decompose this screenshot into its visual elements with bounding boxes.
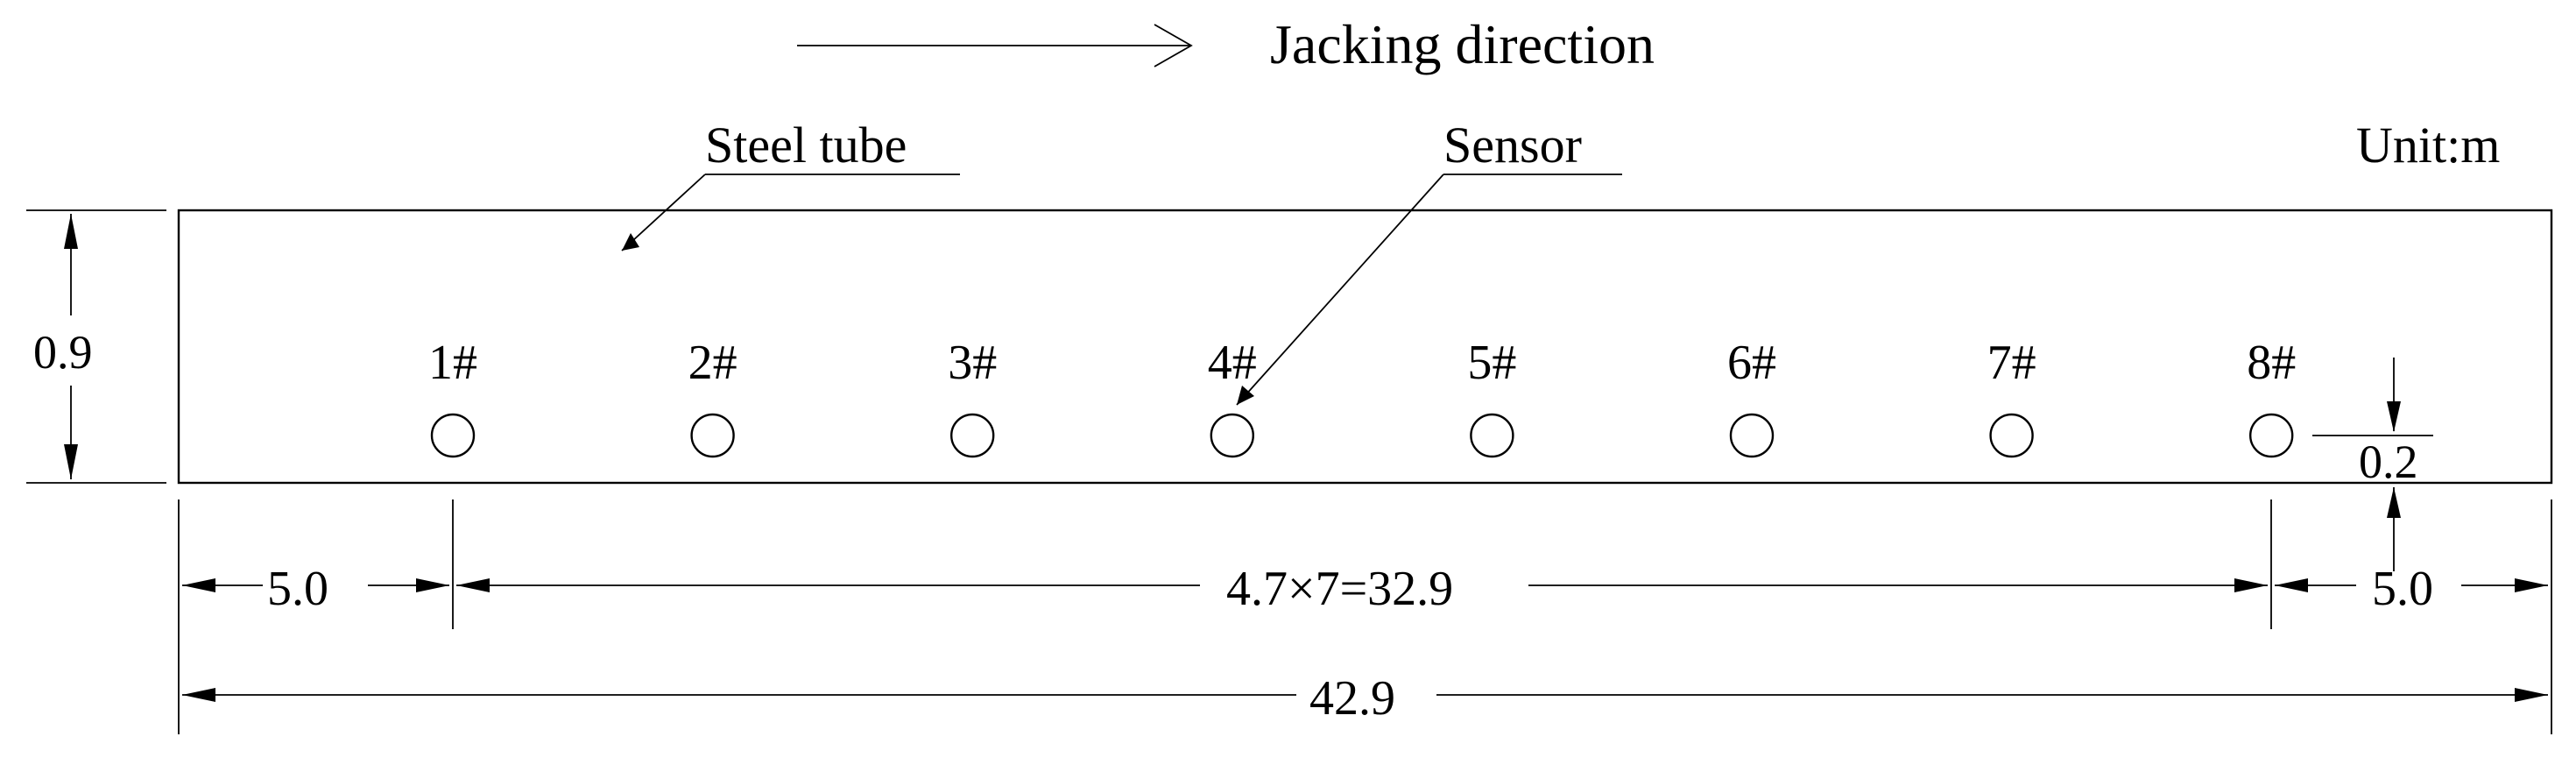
jacking-direction-label: Jacking direction xyxy=(1270,13,1655,75)
total-length-dimension xyxy=(182,688,2548,702)
sensor-label-4: 4# xyxy=(1208,336,1257,390)
sensor-spacing-dimension xyxy=(456,578,2268,592)
sensor-offset-dimension xyxy=(2312,358,2433,571)
sensor-label-6: 6# xyxy=(1727,336,1776,390)
sensor-marker-3 xyxy=(949,413,995,458)
right-end-dimension-label: 5.0 xyxy=(2372,562,2433,616)
sensor-label-1: 1# xyxy=(428,336,477,390)
sensor-offset-label: 0.2 xyxy=(2359,436,2418,488)
sensor-marker-5 xyxy=(1470,413,1514,458)
sensor-label-8: 8# xyxy=(2247,336,2296,390)
right-end-dimension xyxy=(2275,578,2548,592)
sensor-marker-6 xyxy=(1729,413,1775,458)
sensor-group: 1# 2# 3# 4# 5# 6# 7# 8# xyxy=(428,336,2296,458)
sensor-label-2: 2# xyxy=(688,336,738,390)
sensor-marker-7 xyxy=(1989,413,2034,458)
sensor-leader xyxy=(1236,174,1444,406)
sensor-marker-4 xyxy=(1210,413,1255,458)
left-end-dimension-label: 5.0 xyxy=(267,562,328,616)
steel-tube-label: Steel tube xyxy=(705,117,907,174)
total-length-dimension-label: 42.9 xyxy=(1309,671,1395,726)
sensor-marker-1 xyxy=(430,413,476,458)
sensor-label: Sensor xyxy=(1443,117,1582,174)
sensor-spacing-dimension-label: 4.7×7=32.9 xyxy=(1226,562,1453,616)
sensor-marker-2 xyxy=(690,413,735,458)
unit-label: Unit:m xyxy=(2356,117,2500,174)
steel-tube xyxy=(177,209,2553,485)
sensor-label-7: 7# xyxy=(1987,336,2036,390)
sensor-marker-8 xyxy=(2248,413,2294,458)
sensor-label-5: 5# xyxy=(1467,336,1516,390)
dimension-extension-lines xyxy=(178,499,2552,734)
left-end-dimension xyxy=(182,578,449,592)
jacking-direction-arrow xyxy=(797,24,1193,67)
sensor-label-3: 3# xyxy=(948,336,997,390)
height-dimension-label: 0.9 xyxy=(33,326,93,379)
height-dimension xyxy=(26,209,166,484)
steel-tube-leader xyxy=(621,174,706,251)
